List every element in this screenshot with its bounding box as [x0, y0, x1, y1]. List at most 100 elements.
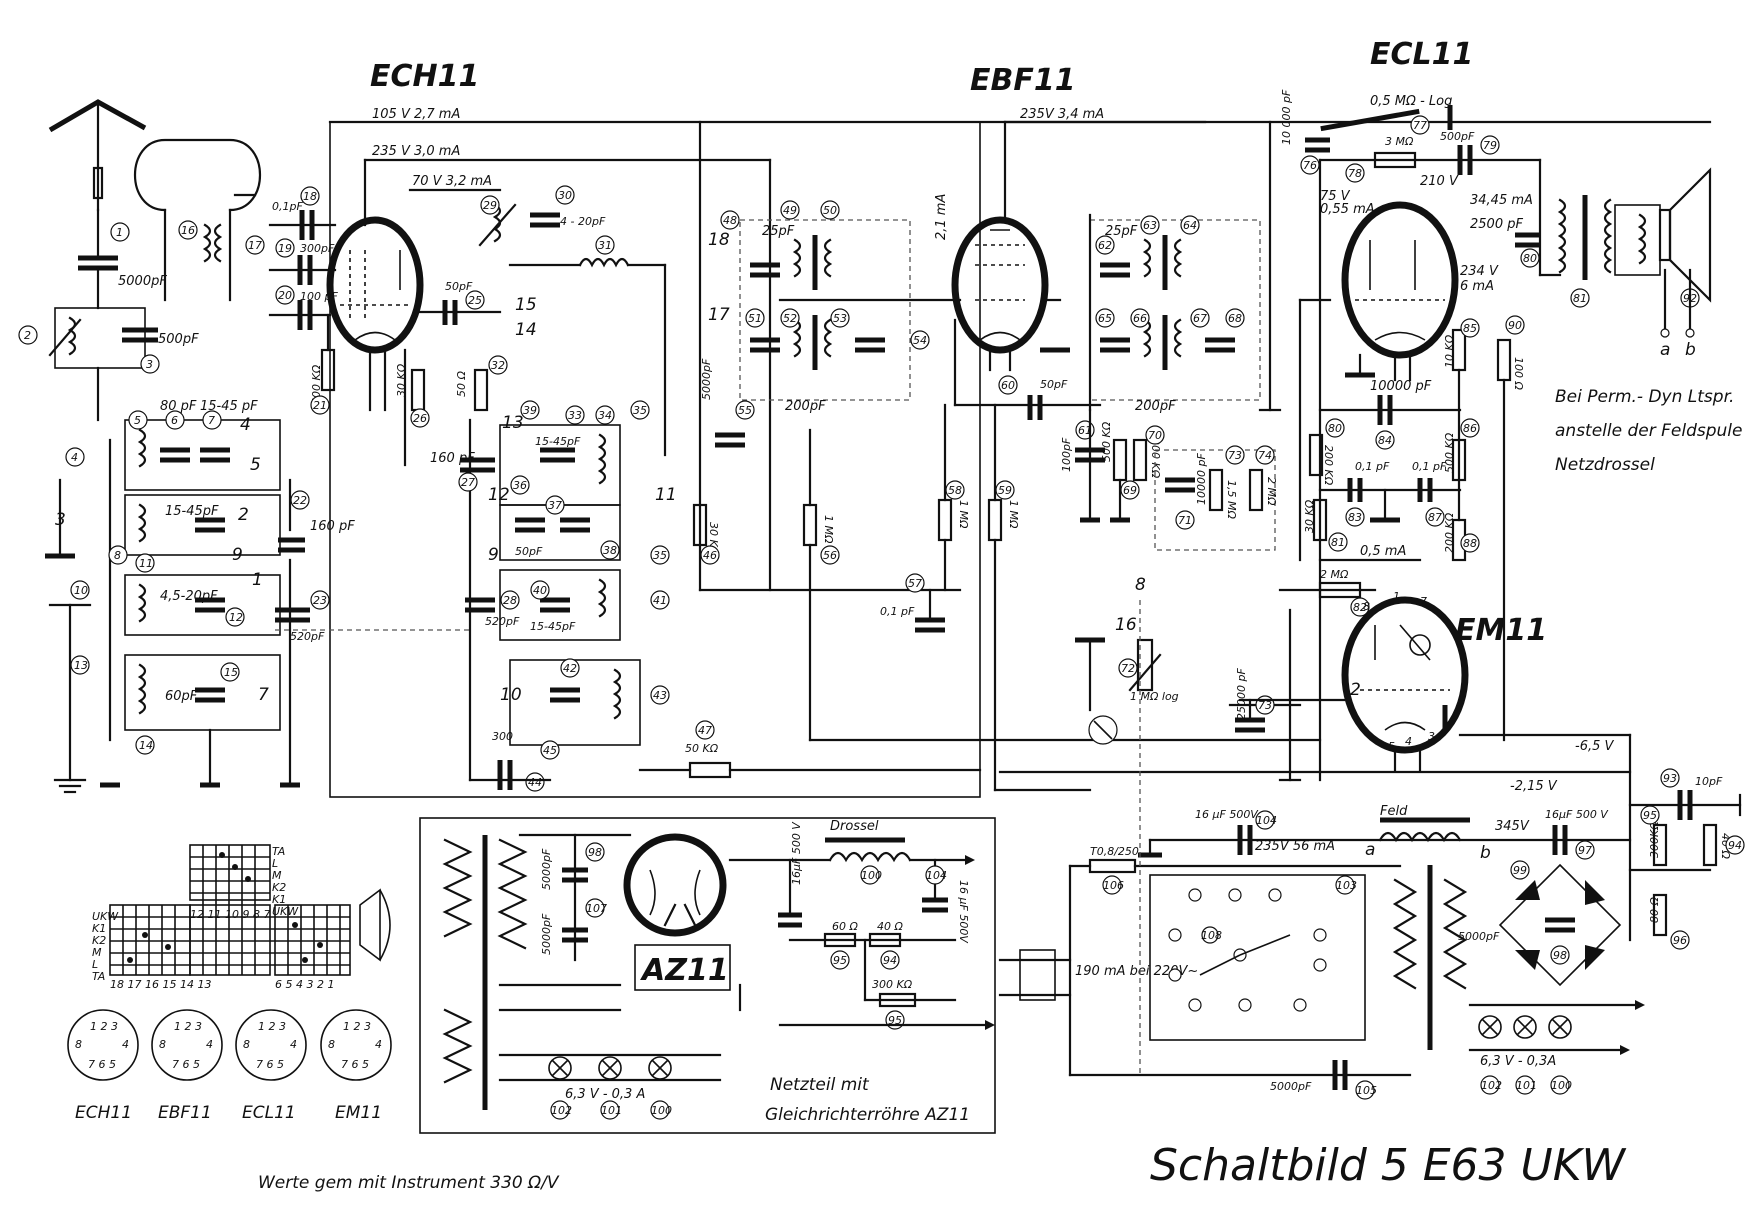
c-25000-value: 25000 pF — [1235, 668, 1248, 720]
c76-value: 10 000 pF — [1280, 89, 1293, 145]
svg-text:95: 95 — [1643, 809, 1657, 822]
c3-value: 500pF — [158, 332, 199, 347]
grid-top-ta: TA — [272, 845, 285, 858]
svg-text:104: 104 — [926, 869, 947, 882]
svg-text:94: 94 — [1728, 839, 1742, 852]
svg-text:53: 53 — [833, 312, 847, 325]
svg-text:108: 108 — [1201, 929, 1222, 942]
svg-text:2: 2 — [238, 505, 249, 525]
ecl-screen-voltage: 234 V — [1460, 264, 1499, 279]
svg-text:35: 35 — [653, 549, 667, 562]
svg-text:73: 73 — [1258, 699, 1272, 712]
svg-text:6: 6 — [171, 414, 178, 427]
svg-text:21: 21 — [313, 399, 327, 412]
r81-value: 30 KΩ — [1303, 499, 1316, 533]
svg-text:18: 18 — [303, 190, 317, 203]
grid-row-k1: K1 — [92, 922, 106, 935]
svg-text:3: 3 — [146, 358, 153, 371]
svg-text:86: 86 — [1463, 422, 1477, 435]
svg-text:82: 82 — [1353, 601, 1367, 614]
c63-value: 25pF — [1105, 224, 1138, 239]
svg-text:78: 78 — [1348, 167, 1362, 180]
svg-text:105: 105 — [1356, 1084, 1377, 1097]
grid-bottom-left: 18 17 16 15 14 13 — [110, 978, 211, 991]
svg-text:81: 81 — [1331, 536, 1345, 549]
c5000-if-value: 5000pF — [700, 358, 713, 400]
oscillator-coils: 15-45pF 33 34 50pF 36 37 38 15-45pF 40 4… — [499, 400, 982, 779]
c-5000b-value: 5000pF — [1458, 930, 1500, 943]
svg-text:57: 57 — [908, 577, 922, 590]
fuse-label: T0,8/250 — [1090, 845, 1139, 858]
power-supply-main: 16 µF 500V 104 235V 56 mA Feld a b 345V … — [998, 600, 1645, 1100]
c97-value: 16µF 500 V — [1545, 808, 1609, 821]
svg-text:1: 1 — [1393, 590, 1400, 603]
r85-value: 10 KΩ — [1443, 334, 1456, 368]
c23-value: 520pF — [290, 630, 325, 643]
svg-text:10: 10 — [500, 685, 522, 705]
grid-top-k2: K2 — [272, 881, 286, 894]
svg-text:7 6 5: 7 6 5 — [88, 1058, 116, 1071]
hv-line: 235V 56 mA — [1255, 839, 1335, 854]
c28-value: 520pF — [485, 615, 520, 628]
svg-text:1: 1 — [116, 226, 123, 239]
c104-value: 16 µF 500V — [1195, 808, 1259, 821]
svg-text:16: 16 — [1115, 615, 1137, 635]
ps-c1-value: 5000pF — [540, 848, 553, 890]
svg-text:5: 5 — [250, 455, 261, 475]
svg-text:4: 4 — [290, 1038, 297, 1051]
switch-grid: UKW K1 K2 M L TA TA L M K2 K1 UKW 18 17 … — [92, 844, 391, 991]
c40-value: 15-45pF — [530, 620, 576, 633]
svg-text:65: 65 — [1098, 312, 1112, 325]
svg-text:83: 83 — [1348, 511, 1362, 524]
c25-value: 50pF — [445, 280, 473, 293]
svg-text:17: 17 — [248, 239, 262, 252]
ps-r40-value: 40 Ω — [877, 920, 903, 933]
svg-text:63: 63 — [1143, 219, 1157, 232]
svg-text:93: 93 — [1663, 772, 1677, 785]
svg-text:12: 12 — [229, 611, 243, 624]
ecl11-stage: 0,5 MΩ - Log 77 10 000 pF 76 3 MΩ 78 500… — [1280, 89, 1742, 782]
r-1mo-value: 1 MΩ — [822, 515, 835, 544]
svg-text:35: 35 — [633, 404, 647, 417]
svg-text:13: 13 — [502, 413, 524, 433]
speaker-terminal-b: b — [1685, 340, 1696, 360]
svg-text:8: 8 — [114, 549, 121, 562]
feld-b: b — [1480, 843, 1491, 863]
c20-value: 100 pF — [300, 290, 338, 303]
r88-value: 200 KΩ — [1443, 512, 1456, 553]
svg-text:96: 96 — [1673, 934, 1687, 947]
ebf11-stage: 235V 3,4 mA 2,1 mA 50pF 60 1 MΩ 58 1 MΩ … — [880, 107, 1207, 792]
ps-c16b-value: 16 µF 500V — [957, 880, 970, 944]
c12-value: 4,5-20pF — [160, 589, 218, 604]
svg-text:23: 23 — [313, 594, 327, 607]
svg-text:30: 30 — [558, 189, 572, 202]
dipole-loop: 16 17 — [134, 138, 265, 302]
r59-value: 1 MΩ — [1007, 500, 1020, 529]
svg-text:66: 66 — [1133, 312, 1147, 325]
svg-text:87: 87 — [1428, 511, 1442, 524]
ps-c2-value: 5000pF — [540, 913, 553, 955]
svg-text:55: 55 — [738, 404, 752, 417]
svg-text:49: 49 — [783, 204, 797, 217]
grid-top-l: L — [272, 857, 278, 870]
svg-text:52: 52 — [783, 312, 797, 325]
svg-text:8: 8 — [243, 1038, 250, 1051]
r77-value: 0,5 MΩ - Log — [1370, 94, 1452, 109]
svg-text:4: 4 — [71, 451, 78, 464]
em-current: 0,5 mA — [1360, 544, 1406, 559]
svg-text:4: 4 — [240, 415, 251, 435]
svg-text:85: 85 — [1463, 322, 1477, 335]
speaker-terminal-a: a — [1660, 340, 1670, 360]
svg-text:3: 3 — [1428, 730, 1435, 743]
svg-text:14: 14 — [515, 320, 537, 340]
r47-value: 50 KΩ — [685, 742, 719, 755]
svg-text:12: 12 — [488, 485, 510, 505]
svg-text:22: 22 — [293, 494, 307, 507]
grid-top-ukw: UKW — [272, 905, 299, 918]
svg-text:37: 37 — [548, 499, 562, 512]
r-1mlog-value: 1 MΩ log — [1130, 690, 1179, 703]
svg-text:50: 50 — [823, 204, 837, 217]
neg-voltage-2: -2,15 V — [1510, 779, 1558, 794]
svg-text:8: 8 — [1363, 600, 1370, 613]
